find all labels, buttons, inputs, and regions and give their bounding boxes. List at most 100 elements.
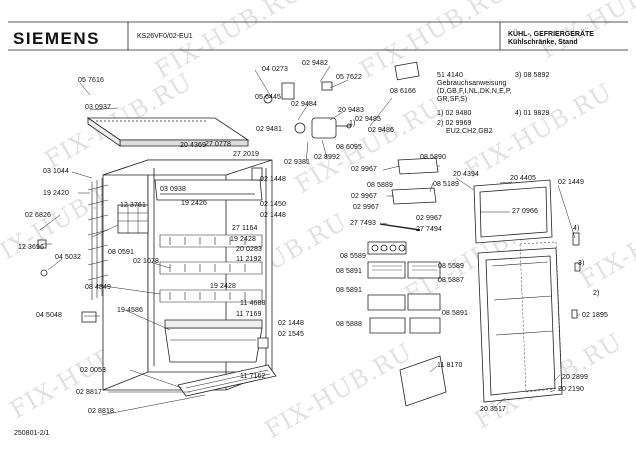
part-label: 02 1078	[133, 258, 160, 265]
hinge-bracket	[572, 232, 580, 246]
door-racks	[367, 157, 441, 334]
small-part	[81, 311, 97, 323]
legend-note-2-variant: EU2,CH2,GB2	[446, 128, 493, 135]
part-label: 02 8817	[76, 389, 103, 396]
part-label: 27 0778	[205, 141, 232, 148]
callout-marker-2: 2)	[593, 290, 600, 297]
plinth-grille	[177, 364, 277, 397]
leader-lines	[39, 65, 580, 416]
part-label: 02 9967	[416, 215, 443, 222]
part-label: 03 0937	[85, 104, 112, 111]
part-label: 11 4688	[240, 300, 266, 307]
part-label: 19 4586	[117, 307, 144, 314]
part-label: 02 6826	[25, 212, 52, 219]
part-label: 27 2019	[233, 151, 260, 158]
screw	[40, 269, 48, 277]
part-label: 08 5891	[336, 287, 363, 294]
bracket-part	[257, 337, 269, 349]
part-label: 04 0273	[262, 66, 289, 73]
hinge-pin	[574, 262, 581, 272]
part-label: 08 6095	[336, 144, 363, 151]
part-label: 08 0591	[108, 249, 135, 256]
part-label: 08 5887	[438, 277, 465, 284]
part-label: 02 9967	[353, 204, 380, 211]
part-label: 08 5888	[336, 321, 363, 328]
part-label: 08 5889	[367, 182, 394, 189]
callout-marker-3: 3)	[578, 260, 585, 267]
part-label: 05 7616	[78, 77, 105, 84]
part-label: 02 1450	[260, 201, 287, 208]
part-label: 27 7493	[350, 220, 377, 227]
part-label: 20 4394	[453, 171, 480, 178]
part-label: 08 5189	[433, 181, 460, 188]
crisper-drawer	[164, 319, 263, 363]
part-label: 03 0938	[160, 186, 187, 193]
part-label: 12 3696	[18, 244, 45, 251]
legend-doc-langs-2: GR,SF,S)	[437, 96, 468, 103]
part-label: 02 1448	[260, 212, 287, 219]
part-label: 02 8992	[314, 154, 341, 161]
part-label: 08 6166	[390, 88, 417, 95]
legend-doc-number: 51 4140	[437, 72, 464, 79]
category-title-line1: KÜHL-, GEFRIERGERÄTE	[508, 31, 594, 38]
part-label: 02 9484	[291, 101, 318, 108]
part-label: 11 8170	[437, 362, 463, 369]
legend-note-4: 4) 01 9829	[515, 110, 550, 117]
part-label: 02 9967	[351, 193, 378, 200]
part-label: 08 5890	[420, 154, 447, 161]
legend-note-1: 1) 02 9480	[437, 110, 472, 117]
part-label: 02 9481	[256, 126, 283, 133]
part-label: 08 5589	[340, 253, 367, 260]
part-label: 05 6445	[255, 94, 282, 101]
part-label: 11 2192	[236, 256, 262, 263]
part-label: 02 8818	[88, 408, 115, 415]
part-label: 19 2420	[43, 190, 70, 197]
part-label: 20 9483	[338, 107, 365, 114]
ice-tray	[117, 204, 149, 234]
part-label: 02 1449	[558, 179, 585, 186]
category-title: KÜHL-, GEFRIERGERÄTE Kühlschränke, Stand	[508, 31, 594, 47]
main-door	[477, 241, 563, 403]
part-label: 12 3761	[120, 202, 147, 209]
part-label: 20 2899	[562, 374, 589, 381]
hinge-pin	[571, 309, 578, 319]
egg-tray	[367, 241, 407, 255]
part-label: 20 4369	[180, 142, 207, 149]
legend-doc-title: Gebrauchsanweisung	[437, 80, 507, 87]
drawing-id: 250801-2/1	[14, 430, 50, 437]
category-title-line2: Kühlschränke, Stand	[508, 39, 578, 46]
part-label: 05 7622	[336, 74, 363, 81]
part-label: 11 7169	[236, 311, 262, 318]
part-label: 08 5891	[336, 268, 363, 275]
part-label: 19 2426	[181, 200, 208, 207]
part-label: 02 9381	[284, 159, 311, 166]
part-label: 04 5048	[36, 312, 63, 319]
shelf-grids	[159, 234, 263, 303]
bottle-rack	[399, 355, 447, 407]
part-label: 02 9482	[302, 60, 329, 67]
freezer-door	[473, 179, 553, 244]
part-label: 20 3517	[480, 406, 507, 413]
part-label: 02 1448	[278, 320, 305, 327]
part-label: 27 7494	[416, 226, 443, 233]
part-label: 03 1044	[43, 168, 70, 175]
part-label: 20 4405	[510, 175, 537, 182]
part-label: 02 1545	[278, 331, 305, 338]
part-label: 08 5589	[438, 263, 465, 270]
part-label: 08 4849	[85, 284, 112, 291]
part-label: 11 7162	[240, 373, 266, 380]
legend-note-3: 3) 08 5892	[515, 72, 550, 79]
part-label: 02 9485	[355, 116, 382, 123]
part-label: 04 5032	[55, 254, 82, 261]
part-label: 02 9967	[351, 166, 378, 173]
callout-marker-4: 4)	[573, 225, 580, 232]
part-label: 02 0053	[80, 367, 107, 374]
freezer-flap	[154, 179, 263, 201]
part-label: 20 2190	[558, 386, 585, 393]
part-label: 08 5891	[442, 310, 469, 317]
part-label: 02 1448	[260, 176, 287, 183]
part-label: 19 2428	[210, 283, 237, 290]
part-label: 27 1164	[232, 225, 258, 232]
